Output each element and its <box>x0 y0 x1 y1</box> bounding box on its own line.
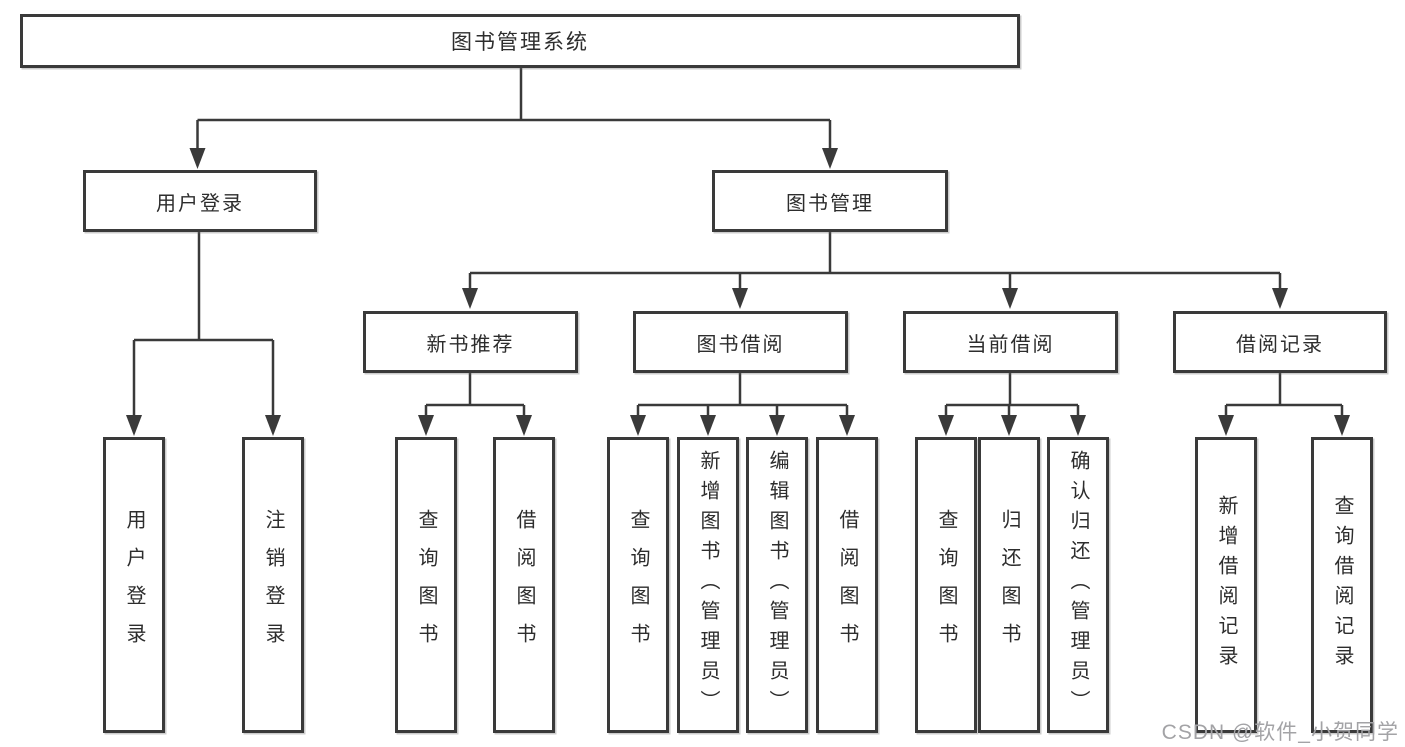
node-label: 查询图书 <box>627 509 649 661</box>
node-label: 编辑图书（管理员） <box>766 450 788 720</box>
arrowhead-down-icon <box>700 415 716 436</box>
node-label: 新增图书（管理员） <box>697 450 719 720</box>
connector-root-children <box>196 68 832 150</box>
connector-user-login-children <box>132 232 275 416</box>
node-label: 归还图书 <box>998 509 1020 661</box>
node-label: 确认归还（管理员） <box>1067 450 1089 720</box>
node-current-borrowing: 当前借阅 <box>903 311 1118 373</box>
node-library-system: 图书管理系统 <box>20 14 1020 68</box>
node-label: 注销登录 <box>262 509 284 661</box>
node-label: 查询图书 <box>415 509 437 661</box>
node-new-book-recommendation: 新书推荐 <box>363 311 578 373</box>
node-label: 查询借阅记录 <box>1331 495 1353 675</box>
leaf-borrow-books-recommend: 借阅图书 <box>493 437 555 733</box>
node-label: 新增借阅记录 <box>1215 495 1237 675</box>
node-book-management: 图书管理 <box>712 170 948 232</box>
connector-borrow-records-children <box>1224 373 1344 416</box>
node-borrowing-records: 借阅记录 <box>1173 311 1387 373</box>
leaf-query-borrow-record: 查询借阅记录 <box>1311 437 1373 733</box>
node-label: 图书管理 <box>786 192 874 215</box>
arrowhead-down-icon <box>938 415 954 436</box>
arrowhead-down-icon <box>630 415 646 436</box>
node-book-borrowing: 图书借阅 <box>633 311 848 373</box>
leaf-query-books-current: 查询图书 <box>915 437 977 733</box>
node-label: 图书借阅 <box>696 333 785 356</box>
leaf-borrow-books: 借阅图书 <box>816 437 878 733</box>
arrowhead-down-icon <box>822 148 838 169</box>
arrowhead-down-icon <box>189 148 206 169</box>
node-label: 图书管理系统 <box>451 31 589 54</box>
node-user-login: 用户登录 <box>83 170 317 232</box>
node-label: 查询图书 <box>935 509 957 661</box>
leaf-edit-book-admin: 编辑图书（管理员） <box>746 437 808 733</box>
connector-current-borrow-children <box>944 373 1080 416</box>
leaf-query-books-borrow: 查询图书 <box>607 437 669 733</box>
arrowhead-down-icon <box>418 415 434 436</box>
arrowhead-down-icon <box>1334 415 1350 436</box>
arrowhead-down-icon <box>126 415 142 436</box>
arrowhead-down-icon <box>1002 288 1018 309</box>
node-label: 用户登录 <box>123 509 145 661</box>
leaf-confirm-return-admin: 确认归还（管理员） <box>1047 437 1109 733</box>
arrowhead-down-icon <box>1218 415 1234 436</box>
arrowhead-down-icon <box>516 415 532 436</box>
leaf-user-login: 用户登录 <box>103 437 165 733</box>
arrowhead-down-icon <box>732 288 748 309</box>
connector-book-borrow-children <box>636 373 849 416</box>
arrowhead-down-icon <box>1070 415 1086 436</box>
arrowhead-down-icon <box>839 415 855 436</box>
leaf-return-book: 归还图书 <box>978 437 1040 733</box>
node-label: 当前借阅 <box>966 333 1055 356</box>
node-label: 新书推荐 <box>426 333 515 356</box>
leaf-add-book-admin: 新增图书（管理员） <box>677 437 739 733</box>
leaf-logout: 注销登录 <box>242 437 304 733</box>
connector-book-management-children <box>468 232 1282 290</box>
node-label: 借阅记录 <box>1236 333 1324 356</box>
leaf-query-books-recommend: 查询图书 <box>395 437 457 733</box>
csdn-watermark: CSDN @软件_小贺同学 <box>1161 721 1399 744</box>
node-label: 借阅图书 <box>513 509 535 661</box>
arrowhead-down-icon <box>462 288 478 309</box>
arrowhead-down-icon <box>1001 415 1017 436</box>
node-label: 借阅图书 <box>836 509 858 661</box>
connector-new-books-children <box>424 373 526 416</box>
arrowhead-down-icon <box>1272 288 1288 309</box>
leaf-add-borrow-record: 新增借阅记录 <box>1195 437 1257 733</box>
arrowhead-down-icon <box>265 415 281 436</box>
arrowhead-down-icon <box>769 415 785 436</box>
node-label: 用户登录 <box>156 192 244 215</box>
